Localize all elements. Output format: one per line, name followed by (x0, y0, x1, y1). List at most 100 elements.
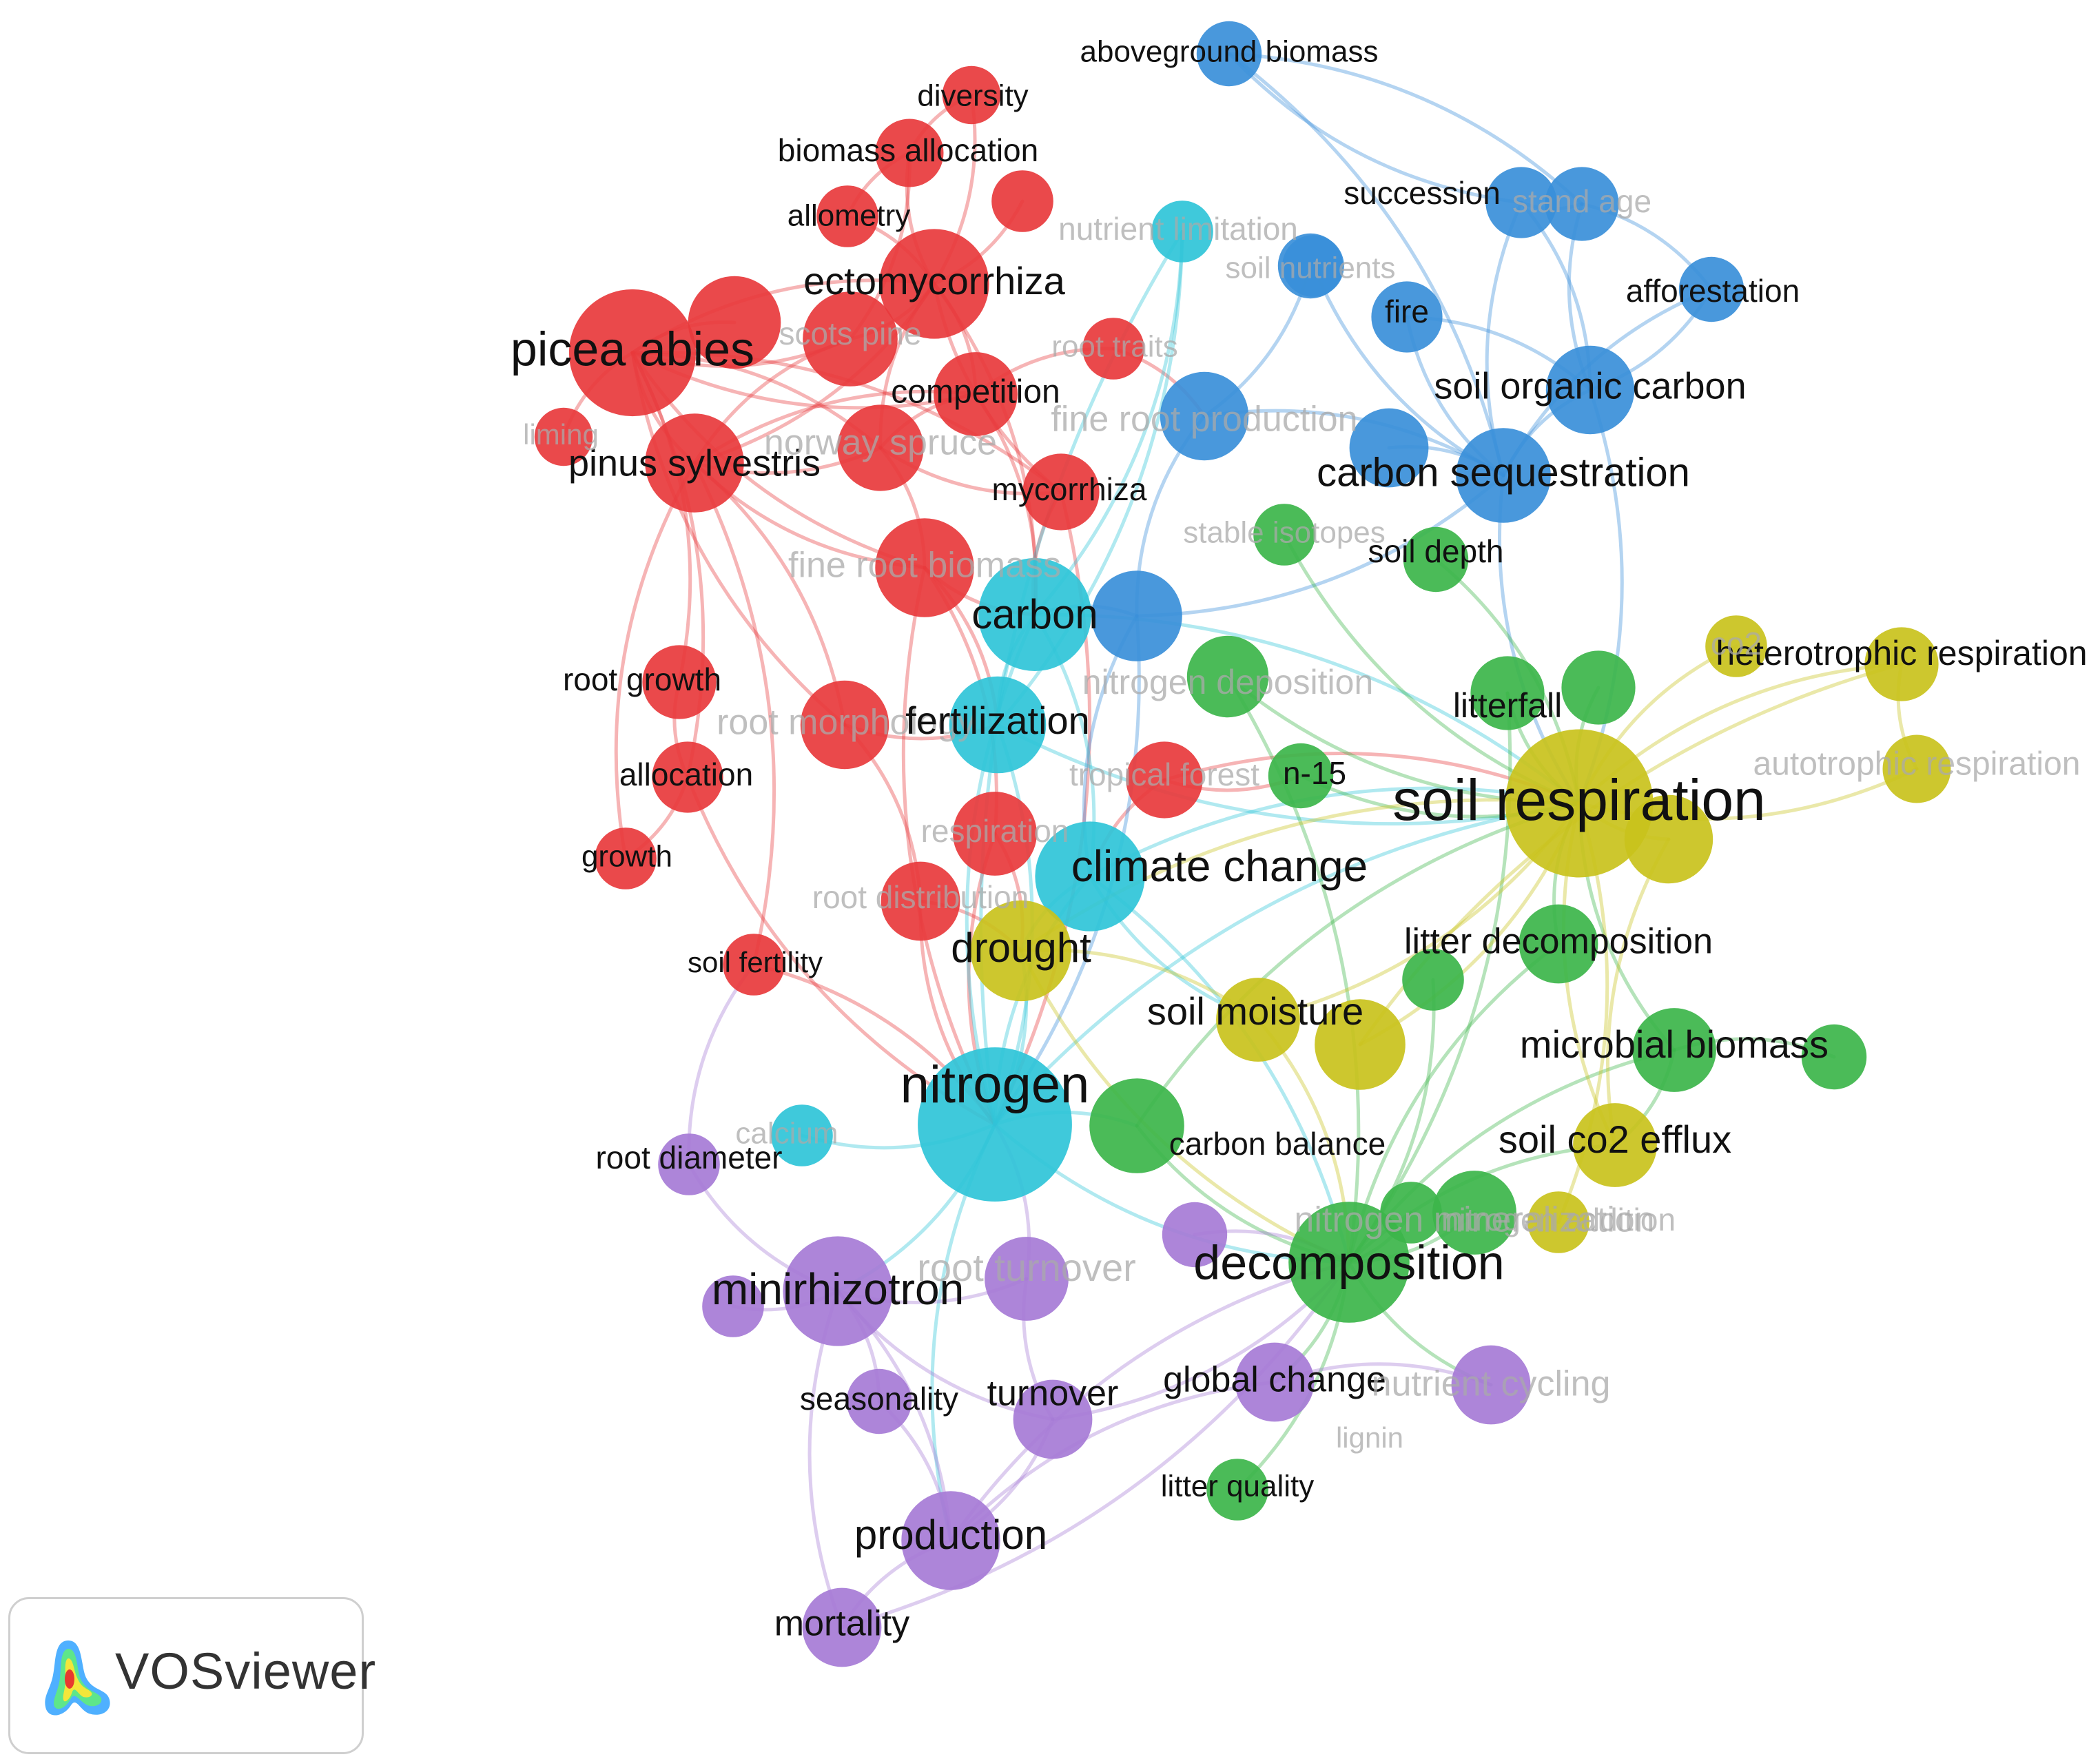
label-root-diameter: root diameter (595, 1140, 782, 1175)
node-aboveground-biomass[interactable] (1196, 21, 1262, 87)
label-root-morphology: root morphology (717, 703, 976, 743)
node-soil-fertility[interactable] (723, 934, 785, 996)
node-n-15[interactable] (1268, 743, 1334, 809)
node-minirhizotron[interactable] (783, 1236, 893, 1346)
node-norway-spruce[interactable] (837, 404, 924, 491)
node-carbon[interactable] (978, 558, 1091, 671)
node-root-morphology[interactable] (800, 680, 889, 770)
node-n77[interactable] (1162, 1202, 1228, 1268)
node-liming[interactable] (534, 407, 593, 466)
node-n75[interactable] (1315, 999, 1406, 1090)
node-litter-quality[interactable] (1206, 1459, 1268, 1521)
label-norway-spruce: norway spruce (764, 423, 997, 463)
label-soil-co2-efflux: soil co2 efflux (1499, 1118, 1731, 1161)
node-n66[interactable] (991, 170, 1053, 232)
node-lignin[interactable] (1380, 1182, 1442, 1244)
node-nitrogen[interactable] (918, 1047, 1072, 1202)
node-soil-moisture[interactable] (1216, 978, 1300, 1062)
node-autotrophic-respiration[interactable] (1882, 734, 1951, 803)
node-ectomycorrhiza[interactable] (879, 229, 989, 339)
node-scots-pine[interactable] (803, 291, 898, 387)
node-stand-age[interactable] (1545, 167, 1619, 241)
node-nitrogen-addition[interactable] (1527, 1191, 1589, 1253)
node-n71[interactable] (1561, 650, 1636, 725)
node-n74[interactable] (1624, 794, 1713, 884)
node-n67[interactable] (688, 276, 781, 369)
node-root-distribution[interactable] (881, 861, 960, 941)
node-heterotrophic-respiration[interactable] (1864, 627, 1939, 701)
label-root-growth: root growth (563, 661, 721, 697)
node-fire[interactable] (1371, 281, 1443, 353)
node-n73[interactable] (1801, 1024, 1867, 1090)
label-litterfall: litterfall (1453, 686, 1562, 725)
node-mycorrhiza[interactable] (1022, 453, 1100, 531)
node-soil-respiration[interactable] (1505, 729, 1654, 878)
node-growth[interactable] (595, 827, 657, 889)
node-root-traits[interactable] (1082, 318, 1144, 380)
node-picea-abies[interactable] (568, 289, 697, 417)
label-diversity: diversity (917, 79, 1028, 113)
node-diversity[interactable] (942, 65, 1001, 125)
node-stable-isotopes[interactable] (1253, 504, 1315, 566)
node-n69[interactable] (1349, 408, 1429, 488)
node-fertilization[interactable] (949, 676, 1047, 774)
node-soil-organic-carbon[interactable] (1545, 345, 1635, 435)
node-decomposition[interactable] (1288, 1202, 1410, 1323)
node-n72[interactable] (1402, 949, 1464, 1011)
node-microbial-biomass[interactable] (1632, 1008, 1716, 1092)
node-litter-decomposition[interactable] (1519, 904, 1598, 984)
label-stable-isotopes: stable isotopes (1183, 516, 1386, 550)
node-nitrogen-deposition[interactable] (1186, 635, 1269, 718)
node-fine-root-biomass[interactable] (875, 518, 974, 617)
node-carbon-sequestration[interactable] (1456, 428, 1551, 523)
node-tropical-forest[interactable] (1126, 741, 1203, 819)
node-root-diameter[interactable] (658, 1133, 720, 1195)
node-carbon-balance[interactable] (1089, 1078, 1184, 1173)
node-nitrogen-mineralization[interactable] (1432, 1171, 1516, 1255)
node-allocation[interactable] (652, 741, 723, 813)
label-decomposition: decomposition (1193, 1235, 1504, 1289)
node-calcium[interactable] (771, 1104, 833, 1166)
node-litterfall[interactable] (1470, 656, 1545, 730)
label-nutrient-limitation: nutrient limitation (1058, 211, 1298, 247)
vosviewer-wordmark: VOSviewer (115, 1643, 377, 1700)
node-mortality[interactable] (802, 1587, 882, 1667)
network-link (949, 1260, 1351, 1543)
label-fertilization: fertilization (905, 699, 1090, 742)
node-pinus-sylvestris[interactable] (645, 413, 744, 513)
node-n68[interactable] (1282, 235, 1344, 297)
node-turnover[interactable] (1013, 1379, 1093, 1459)
node-nutrient-limitation[interactable] (1151, 200, 1213, 263)
label-microbial-biomass: microbial biomass (1520, 1022, 1829, 1066)
node-biomass-allocation[interactable] (875, 119, 944, 187)
network-link (1227, 52, 1505, 477)
label-co2: co2 (1711, 626, 1762, 661)
label-mortality: mortality (774, 1604, 909, 1644)
node-drought[interactable] (970, 900, 1072, 1002)
node-n76[interactable] (702, 1275, 764, 1337)
network-link (692, 461, 776, 967)
node-soil-depth[interactable] (1403, 526, 1469, 593)
node-respiration[interactable] (953, 792, 1037, 876)
label-succession: succession (1344, 175, 1501, 211)
node-competition[interactable] (934, 352, 1018, 436)
node-nutrient-cycling[interactable] (1451, 1345, 1531, 1425)
node-co2[interactable] (1705, 615, 1767, 677)
node-succession[interactable] (1485, 167, 1557, 238)
node-root-turnover[interactable] (985, 1237, 1069, 1321)
node-root-growth[interactable] (642, 645, 717, 719)
node-global-change[interactable] (1235, 1342, 1315, 1422)
label-afforestation: afforestation (1626, 273, 1800, 309)
node-fine-root-production[interactable] (1160, 371, 1249, 461)
node-soil-co2-efflux[interactable] (1573, 1103, 1657, 1187)
label-picea-abies: picea abies (511, 322, 754, 376)
node-afforestation[interactable] (1678, 256, 1744, 322)
node-production[interactable] (901, 1491, 1000, 1590)
node-climate-change[interactable] (1035, 821, 1145, 932)
node-seasonality[interactable] (846, 1368, 912, 1434)
node-allometry[interactable] (816, 185, 878, 247)
label-fire: fire (1385, 294, 1429, 329)
node-n70[interactable] (1091, 570, 1182, 661)
